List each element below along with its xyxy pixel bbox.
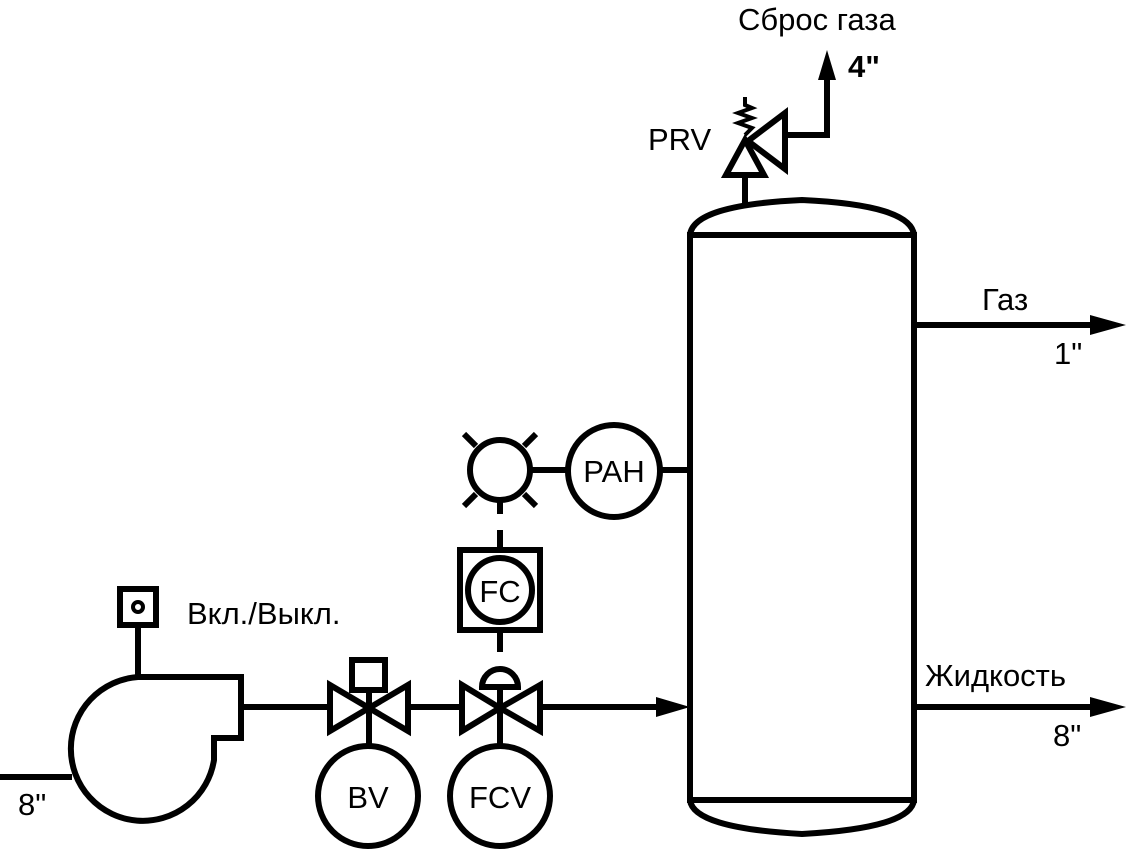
spring-icon — [732, 97, 758, 137]
prv-label: PRV — [648, 122, 712, 157]
vent-line — [785, 75, 830, 138]
liquid-outlet-label: Жидкость — [925, 658, 1066, 693]
pah-tag: PAH — [583, 454, 644, 489]
on-off-label: Вкл./Выкл. — [187, 596, 340, 631]
pump-inlet-size: 8" — [18, 787, 46, 822]
gas-vent-size: 4" — [848, 49, 880, 84]
fcv-tag: FCV — [469, 780, 531, 815]
liquid-outlet-size: 8" — [1053, 718, 1081, 753]
fc-tag: FC — [479, 574, 520, 609]
alarm-lamp-icon[interactable] — [461, 431, 539, 509]
gas-outlet-size: 1" — [1054, 336, 1082, 371]
vent-arrow-icon — [818, 50, 836, 80]
gas-outlet-label: Газ — [982, 282, 1028, 317]
bv-tag: BV — [347, 780, 389, 815]
gas-outlet-arrow-icon — [1090, 315, 1126, 335]
liquid-outlet-arrow-icon — [1090, 697, 1126, 717]
fcv-instrument[interactable] — [447, 743, 553, 849]
diaphragm-actuator-icon — [478, 666, 522, 690]
prv-valve[interactable] — [720, 97, 788, 205]
solenoid-actuator-icon — [349, 657, 388, 693]
centrifugal-pump[interactable] — [67, 674, 244, 824]
inlet-arrow-icon — [656, 697, 690, 717]
separator-vessel[interactable] — [687, 196, 917, 838]
switch-indicator-icon — [131, 600, 145, 614]
on-off-switch[interactable] — [117, 586, 159, 628]
bv-instrument[interactable] — [315, 743, 421, 849]
bv-valve[interactable] — [327, 657, 411, 745]
fcv-valve[interactable] — [459, 666, 543, 745]
fc-controller[interactable]: FC — [457, 547, 543, 633]
gas-vent-label: Сброс газа — [738, 2, 896, 37]
